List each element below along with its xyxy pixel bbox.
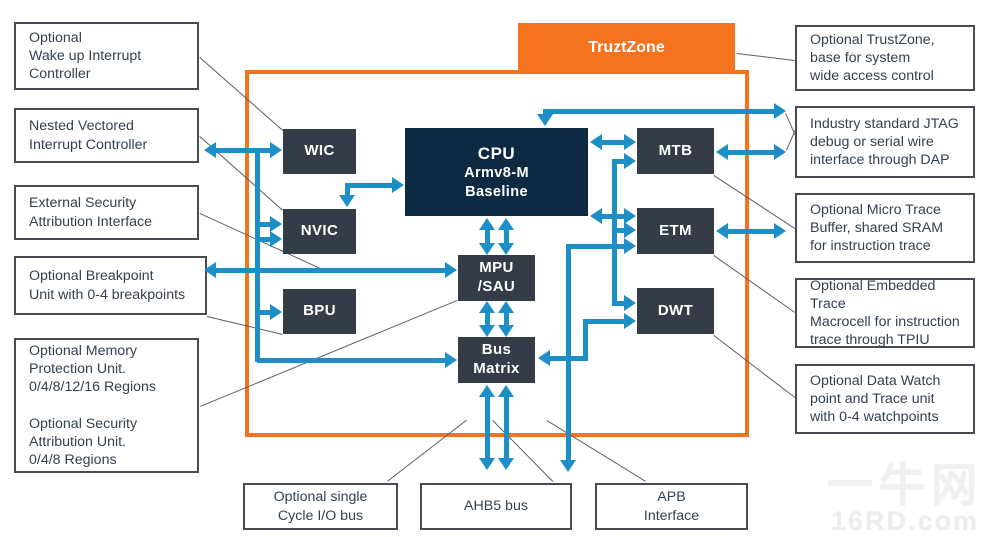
leader-trustzone [736,53,795,61]
bus-etm-apb-arrowhead [624,238,636,254]
bus-etm-dap-line [728,229,774,234]
bus-wic-external-arrowhead [270,142,282,158]
bus-cpu-mpu-1-line [485,230,490,243]
bus-nvic-cpu-arrowhead [339,195,355,207]
bus-busmatrix-ahb5-2-arrowhead [498,385,514,397]
bus-mtb-dap-arrowhead [774,144,786,160]
watermark-logo-text: 一牛网 [827,459,983,511]
bus-busmatrix-ahb5-2-arrowhead [498,458,514,470]
bus-mpu-busmatrix-2-line [504,313,509,325]
bus-cpu-dap-line [543,109,774,114]
callout-nested-vectored-interrupt: Nested Vectored Interrupt Controller [14,108,199,163]
callout-data-watchpoint-trace: Optional Data Watch point and Trace unit… [795,364,975,434]
block-mtb: MTB [637,128,714,174]
callout-breakpoint-unit: Optional Breakpoint Unit with 0-4 breakp… [14,256,207,315]
bus-mpu-busmatrix-1-arrowhead [479,325,495,337]
trustzone-banner: TruztZone [518,23,735,72]
bus-trace-trunk-line [612,228,624,233]
box-single-cycle-io-bus: Optional single Cycle I/O bus [243,483,398,530]
bus-left-trunk-line [257,237,270,242]
block-bus-matrix: Bus Matrix [458,337,535,383]
bus-trace-trunk-arrowhead [624,153,636,169]
bus-left-trunk-line [255,148,260,362]
bus-etm-apb-line [566,244,624,249]
callout-trustzone: Optional TrustZone, base for system wide… [795,25,975,91]
bus-etm-apb-arrowhead [560,460,576,472]
bus-busmatrix-ahb5-2-line [504,397,509,458]
callout-wakeup-interrupt-controller: Optional Wake up Interrupt Controller [14,22,199,90]
block-nvic: NVIC [283,209,356,254]
bus-left-trunk-arrowhead [445,352,457,368]
bus-cpu-mtb-arrowhead [624,134,636,150]
bus-nvic-cpu-arrowhead [392,177,404,193]
callout-external-security-attribution: External Security Attribution Interface [14,185,199,240]
bus-mpu-busmatrix-2-arrowhead [498,325,514,337]
callout-jtag-debug: Industry standard JTAG debug or serial w… [795,106,975,178]
bus-nvic-cpu-line [345,183,350,196]
bus-cpu-mtb-arrowhead [590,134,602,150]
bus-trace-trunk-line [612,159,624,164]
bus-cpu-etm-arrowhead [590,208,602,224]
bus-cpu-dap-arrowhead [537,114,553,126]
bus-dwt-busmatrix-arrowhead [538,350,550,366]
bus-cpu-mpu-1-arrowhead [479,218,495,230]
bus-wic-external-arrowhead [204,142,216,158]
block-mpu-sau: MPU /SAU [458,255,535,301]
bus-mtb-dap-arrowhead [716,144,728,160]
bus-mpu-external-arrowhead [204,262,216,278]
bus-dwt-busmatrix-line [583,319,624,324]
bus-dwt-busmatrix-line [583,319,588,361]
bus-left-trunk-line [257,222,270,227]
bus-left-trunk-arrowhead [270,216,282,232]
bus-mpu-busmatrix-2-arrowhead [498,301,514,313]
bus-cpu-mpu-1-arrowhead [479,243,495,255]
bus-etm-dap-arrowhead [774,223,786,239]
callout-embedded-trace-macrocell: Optional Embedded Trace Macrocell for in… [795,278,975,348]
bus-left-trunk-line [257,358,445,363]
bus-cpu-mpu-2-line [504,230,509,243]
bus-etm-dap-arrowhead [716,223,728,239]
callout-mpu-sau: Optional Memory Protection Unit. 0/4/8/1… [14,338,199,473]
bus-trace-trunk-arrowhead [624,295,636,311]
bus-mpu-busmatrix-1-arrowhead [479,301,495,313]
bus-nvic-cpu-line [347,183,392,188]
bus-cpu-mpu-2-arrowhead [498,243,514,255]
watermark-site-text: 16RD.com [830,506,980,536]
bus-trace-trunk-arrowhead [624,222,636,238]
bus-mpu-external-arrowhead [445,262,457,278]
box-ahb5-bus: AHB5 bus [420,483,572,530]
cpu-subtitle: Armv8-M Baseline [464,164,529,200]
cpu-title: CPU [477,143,516,163]
block-etm: ETM [637,208,714,254]
bus-cpu-mtb-line [602,140,624,145]
bus-left-trunk-arrowhead [270,304,282,320]
bus-etm-apb-line [566,244,571,460]
bus-cpu-dap-line [543,109,548,115]
bus-cpu-dap-arrowhead [774,103,786,119]
bus-dwt-busmatrix-arrowhead [624,313,636,329]
block-bpu: BPU [283,289,356,334]
box-apb-interface: APB Interface [595,483,748,530]
bus-busmatrix-ahb5-1-arrowhead [479,385,495,397]
block-dwt: DWT [637,288,714,334]
watermark: 一牛网 16RD.com [827,462,983,535]
bus-busmatrix-ahb5-1-line [485,397,490,458]
bus-trace-trunk-line [612,301,624,306]
bus-mpu-external-line [216,268,446,273]
bus-dwt-busmatrix-line [550,356,587,361]
bus-cpu-etm-arrowhead [624,208,636,224]
bus-busmatrix-ahb5-1-arrowhead [479,458,495,470]
bus-left-trunk-arrowhead [270,231,282,247]
bus-cpu-mpu-2-arrowhead [498,218,514,230]
callout-micro-trace-buffer: Optional Micro Trace Buffer, shared SRAM… [795,193,975,263]
bus-left-trunk-line [257,310,270,315]
block-wic: WIC [283,129,356,174]
bus-wic-external-line [216,148,270,153]
bus-mpu-busmatrix-1-line [485,313,490,325]
soc-boundary-rect [245,70,749,437]
block-cpu: CPU Armv8-M Baseline [405,128,588,216]
bus-mtb-dap-line [728,150,774,155]
